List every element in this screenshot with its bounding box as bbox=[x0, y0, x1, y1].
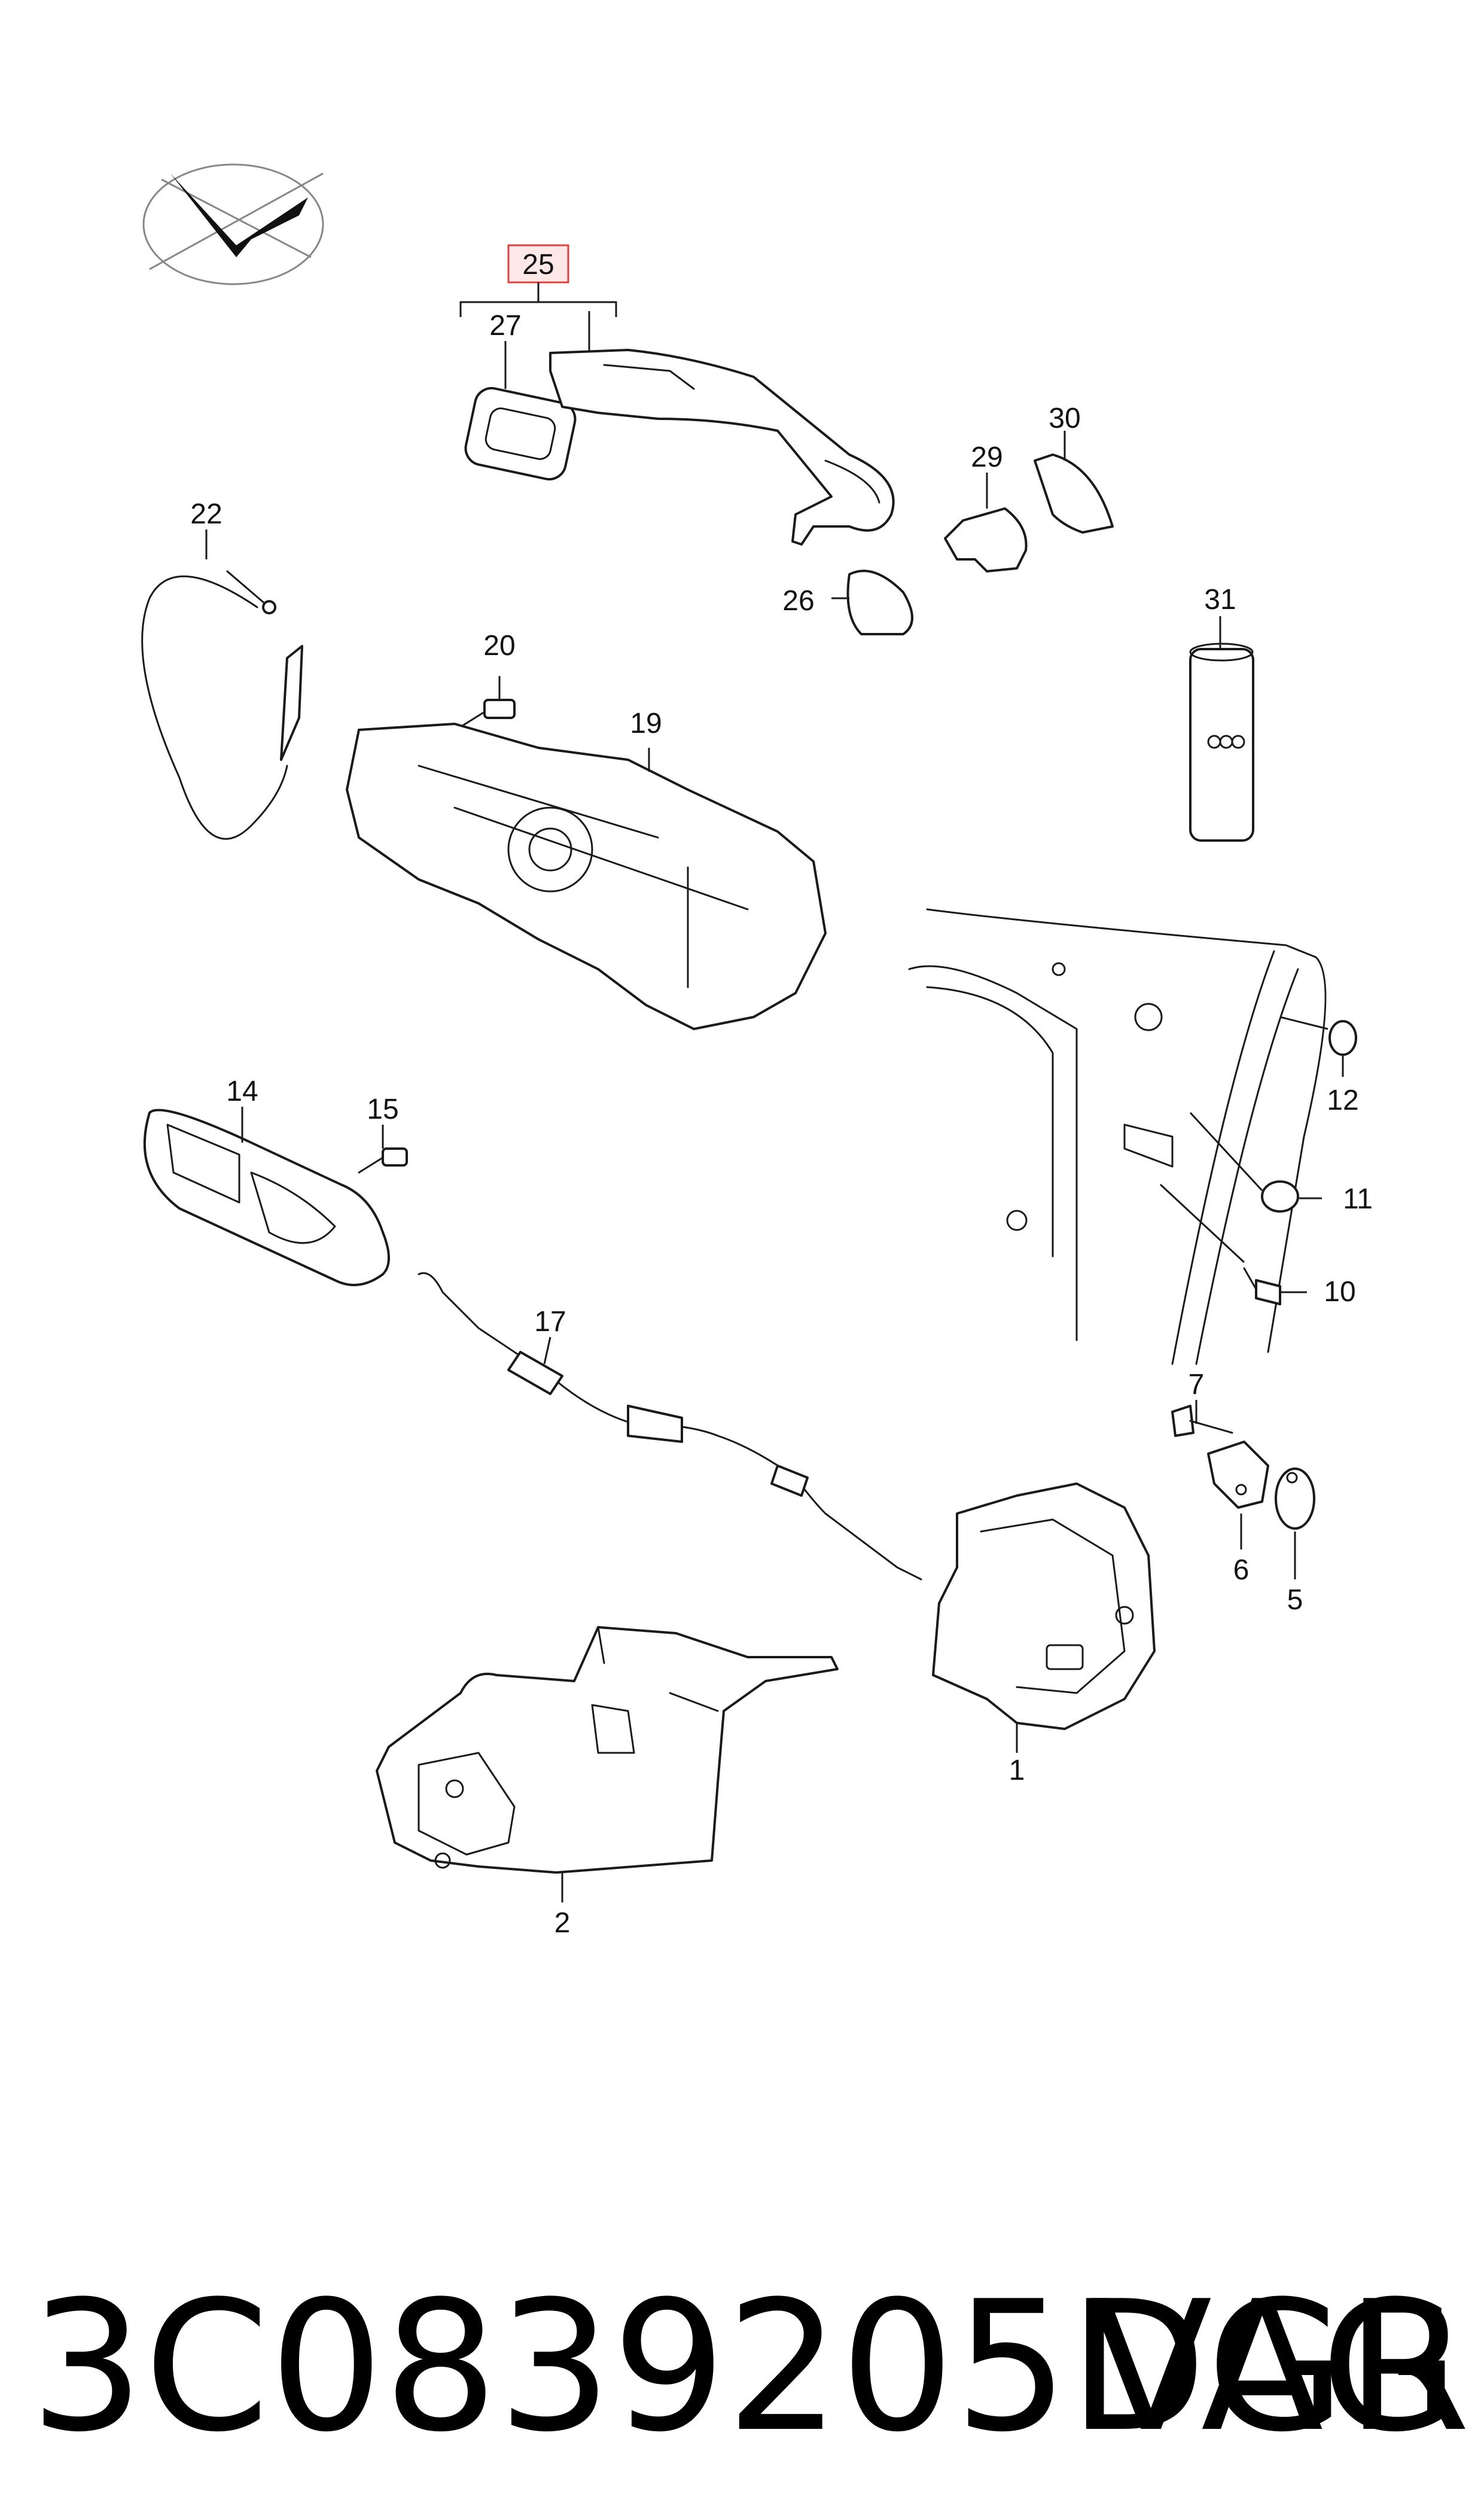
callout-6: 6 bbox=[1233, 1554, 1250, 1586]
callout-15: 15 bbox=[367, 1094, 398, 1125]
callout-19: 19 bbox=[630, 708, 662, 739]
callout-22: 22 bbox=[190, 498, 222, 530]
part-10-screw bbox=[1243, 1267, 1281, 1305]
callout-14: 14 bbox=[226, 1076, 258, 1107]
part-14-interior-handle bbox=[143, 1109, 390, 1286]
callout-20: 20 bbox=[483, 630, 515, 662]
part-15-screw bbox=[358, 1147, 408, 1174]
exterior-door-handle bbox=[549, 349, 895, 546]
part-29-bushing bbox=[944, 507, 1028, 573]
callout-25: 25 bbox=[522, 249, 554, 281]
leader-lines bbox=[205, 431, 1344, 1365]
callout-12: 12 bbox=[1327, 1085, 1358, 1116]
part-7-bolt bbox=[1171, 1405, 1233, 1437]
brand-text: VAG bbox=[1090, 2263, 1459, 2471]
part-11-plug bbox=[1261, 1180, 1299, 1213]
part-30-cap bbox=[1034, 453, 1114, 534]
callout-17: 17 bbox=[534, 1306, 566, 1338]
callout-1: 1 bbox=[1009, 1755, 1025, 1786]
part-31-can bbox=[1189, 643, 1254, 842]
callout-26: 26 bbox=[782, 585, 814, 617]
part-12-plug bbox=[1328, 1020, 1357, 1056]
callout-30: 30 bbox=[1049, 403, 1080, 434]
part-1-door-lock bbox=[932, 1482, 1156, 1730]
compass-arrow-icon bbox=[142, 163, 324, 285]
part-22-cable bbox=[141, 570, 303, 840]
callout-27: 27 bbox=[489, 310, 521, 342]
part-25-group bbox=[459, 244, 617, 389]
part-19-handle-carrier bbox=[346, 723, 827, 1030]
callout-10: 10 bbox=[1324, 1276, 1355, 1308]
part-number-text: 3C0839205DGRU bbox=[30, 2263, 1484, 2471]
callout-7: 7 bbox=[1189, 1369, 1205, 1400]
part-20-bolt bbox=[459, 699, 516, 728]
part-26-cover bbox=[846, 570, 913, 635]
part-27-gasket bbox=[464, 386, 577, 481]
part-17-cable bbox=[418, 1272, 922, 1581]
highlight-box-25 bbox=[507, 244, 569, 284]
callout-11: 11 bbox=[1343, 1183, 1373, 1215]
part-6-striker bbox=[1207, 1441, 1269, 1509]
part-5-washer bbox=[1275, 1467, 1315, 1530]
callout-29: 29 bbox=[971, 442, 1002, 473]
callout-2: 2 bbox=[554, 1907, 571, 1939]
callout-31: 31 bbox=[1204, 584, 1236, 616]
part-2-bracket bbox=[376, 1626, 839, 1874]
callout-5: 5 bbox=[1287, 1584, 1303, 1616]
door-frame-section bbox=[908, 908, 1327, 1365]
